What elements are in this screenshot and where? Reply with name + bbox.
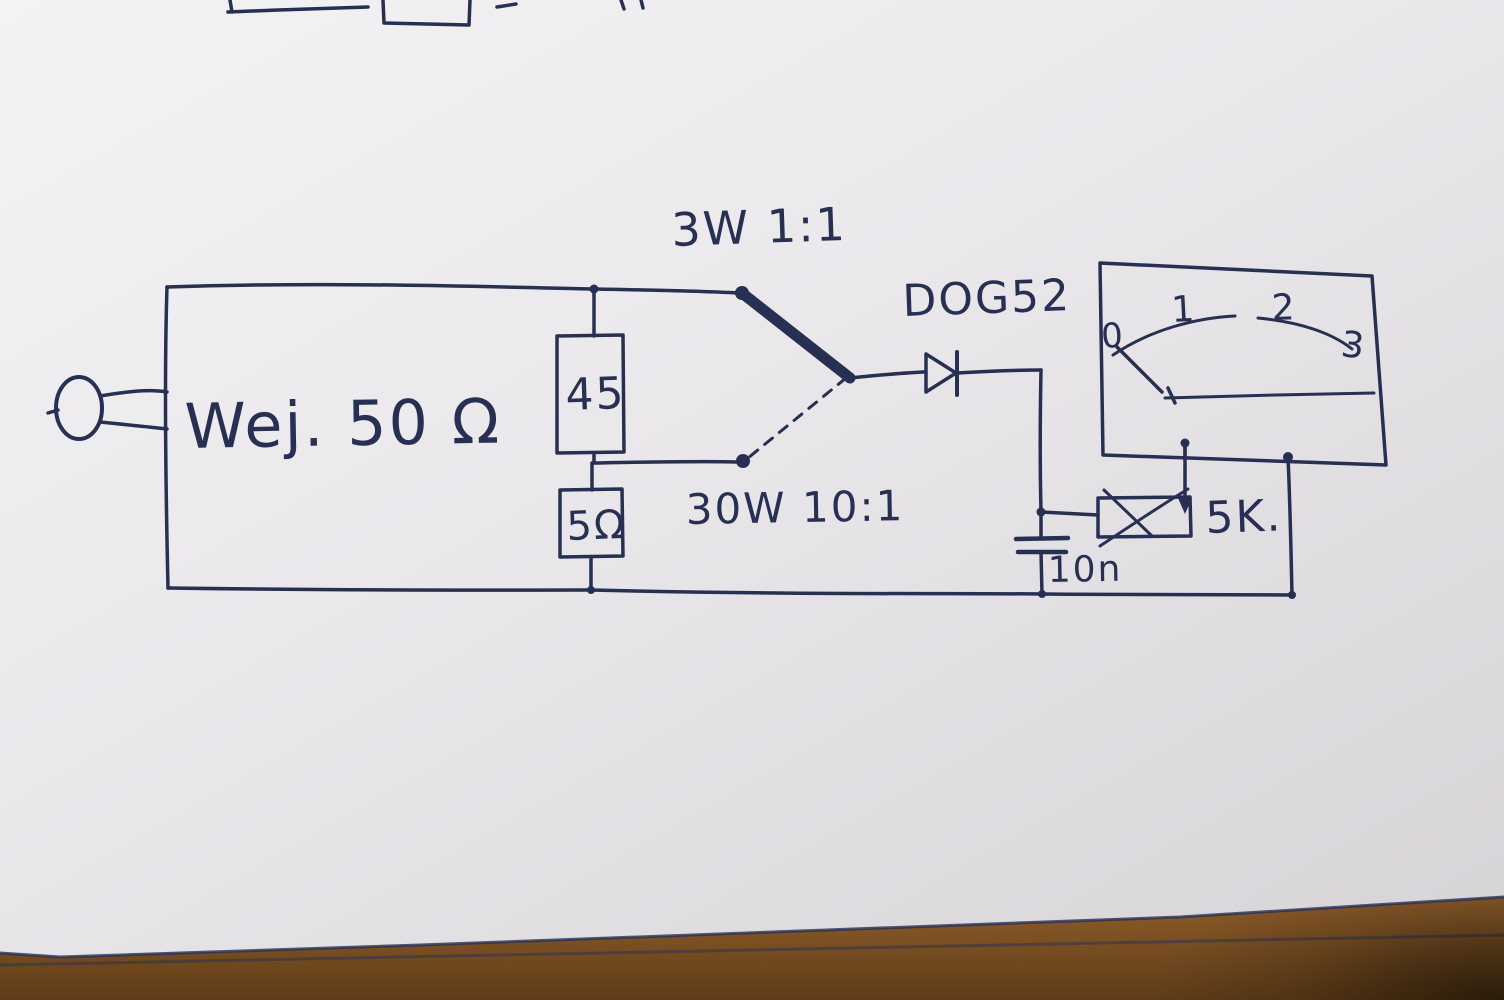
junction-bottom <box>587 586 595 594</box>
diode-lead-left <box>848 370 926 380</box>
cap-plate-top <box>1013 535 1071 542</box>
diode-lead-right <box>955 368 1043 375</box>
wire-top-left <box>165 282 596 291</box>
wire-junction-to-switch-lower <box>592 459 740 465</box>
meter-number-1: 1 <box>1170 289 1197 331</box>
resistor-5ohm-body <box>558 487 625 559</box>
paper-edge <box>0 895 1504 959</box>
cutoff-line-4 <box>619 0 645 11</box>
meter-right-ground-dot <box>1288 591 1296 599</box>
wire-bottom-middle <box>589 588 1044 596</box>
input-connector <box>46 375 169 441</box>
meter-scale-arc-right <box>1256 316 1354 351</box>
switch-contact-bottom <box>736 454 750 468</box>
cutoff-line-2 <box>228 0 234 14</box>
cutoff-line-3 <box>495 2 518 9</box>
resistor-5ohm-label: 5Ω <box>566 502 628 550</box>
wire-top-to-switch <box>592 287 740 295</box>
cutoff-sketch-top <box>226 0 645 27</box>
cap-ground-dot <box>1038 590 1046 598</box>
capacitor-label: 10n <box>1047 549 1122 591</box>
input-label: Wej. 50 Ω <box>184 384 502 463</box>
switch-label-bottom: 30W 10:1 <box>685 481 904 534</box>
diode-label: DOG52 <box>902 270 1072 327</box>
pot-lead-left <box>1039 510 1100 517</box>
resistor-45: 45 <box>555 287 627 492</box>
resistor-5ohm: 5Ω <box>558 487 628 592</box>
cutoff-box <box>381 0 472 27</box>
meter-inner-line <box>1163 391 1376 400</box>
cutoff-line-1 <box>226 5 370 14</box>
wire-bottom-left <box>166 586 593 592</box>
switch-arm-stroke2 <box>747 293 849 375</box>
wire-left-rail <box>163 285 170 590</box>
wire-diode-down <box>1038 368 1043 514</box>
meter-number-3: 3 <box>1339 324 1368 367</box>
input-connector-tail <box>46 408 60 415</box>
pot-body <box>1096 495 1193 539</box>
meter-box <box>1098 261 1388 467</box>
wire-bottom-right <box>1040 592 1294 597</box>
resistor-45-lead-bottom <box>590 451 596 492</box>
cap-lead-bottom <box>1039 550 1044 596</box>
pot-wiper-arrowhead <box>1178 498 1192 514</box>
pot-sketch-diagonal-1 <box>1098 487 1190 548</box>
wiring <box>163 282 1294 597</box>
meter-lead-right-wire <box>1286 455 1294 597</box>
resistor-45-body <box>555 333 626 455</box>
junction-top <box>589 284 599 294</box>
switch-alt-position-dashed <box>746 376 848 460</box>
switch-label-top: 3W 1:1 <box>670 197 847 257</box>
meter-needle-pivot <box>1166 386 1177 405</box>
resistor-45-label: 45 <box>565 368 627 421</box>
potentiometer-label: 5K. <box>1205 490 1284 544</box>
meter-scale-arc-left <box>1111 314 1237 357</box>
paper-sheet <box>0 0 1504 957</box>
meter-needle <box>1115 345 1164 394</box>
pot-sketch-diagonal-2 <box>1102 488 1154 538</box>
meter-number-2: 2 <box>1271 287 1297 329</box>
junction-dots <box>587 284 599 594</box>
meter: 0 1 2 3 <box>1098 261 1388 599</box>
switch <box>735 286 856 468</box>
input-stub-bottom <box>98 420 169 431</box>
meter-number-0: 0 <box>1100 315 1126 357</box>
diode-triangle <box>924 352 958 394</box>
input-connector-circle <box>54 375 104 441</box>
input-stub-top <box>98 388 169 398</box>
diode <box>848 350 1043 397</box>
meter-lead-left-dot <box>1180 438 1190 448</box>
